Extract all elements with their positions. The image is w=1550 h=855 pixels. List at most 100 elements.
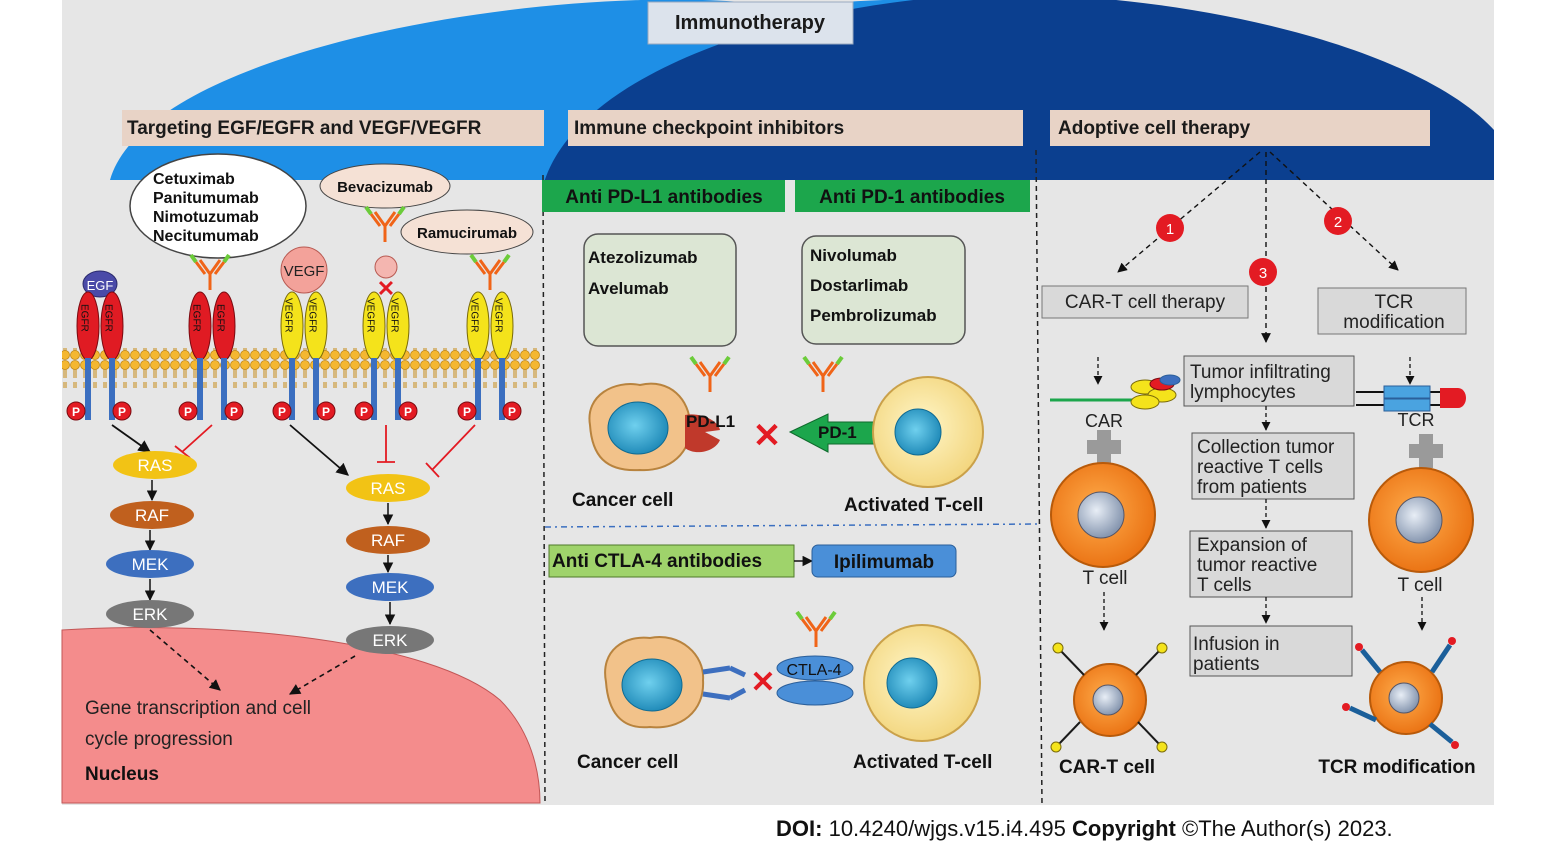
tcr-beta-chain xyxy=(1383,398,1431,412)
anti-pdl1-box xyxy=(542,180,785,212)
phospho-label-7: P xyxy=(360,405,368,419)
vegfr-receptor-1 xyxy=(280,291,328,420)
drug-ramucirumab: Ramucirumab xyxy=(417,225,517,242)
activated-tcell-label-2: Activated T-cell xyxy=(853,752,992,773)
raf-node-1 xyxy=(110,501,194,529)
nucleus-text-2: cycle progression xyxy=(85,729,233,750)
drug-necitumumab: Necitumumab xyxy=(153,228,259,245)
title-box xyxy=(647,1,854,45)
plus-icon-tcr xyxy=(1409,434,1443,468)
phospho-label-2: P xyxy=(118,405,126,419)
collection-label-1: Collection tumor xyxy=(1197,437,1335,458)
erk-node-2 xyxy=(346,626,434,654)
mek-node-1 xyxy=(106,550,194,578)
page-title: Immunotherapy xyxy=(675,12,826,34)
phospho-6 xyxy=(316,401,336,421)
anti-pd1-label: Anti PD-1 antibodies xyxy=(819,187,1005,208)
collection-label-2: reactive T cells xyxy=(1197,457,1323,478)
section-header-adoptive: Adoptive cell therapy xyxy=(1058,118,1251,139)
cancer-cell-1-nucleus xyxy=(607,401,669,455)
mek-node-2 xyxy=(346,573,434,601)
drug-panitumumab: Panitumumab xyxy=(153,190,259,207)
til-box xyxy=(1183,355,1355,407)
vegfr-label-3: VEGFR xyxy=(365,298,376,332)
pdl1-block-mark: ✕ xyxy=(753,417,782,455)
inhibit-vegfr-2 xyxy=(425,424,476,478)
section-header-egfr: Targeting EGF/EGFR and VEGF/VEGFR xyxy=(127,118,482,139)
arrow-vegfr-ras xyxy=(289,424,349,476)
car-t-cell-label: CAR-T cell xyxy=(1059,757,1155,778)
expansion-label-2: tumor reactive xyxy=(1197,555,1317,576)
ras-node-2 xyxy=(346,474,430,502)
section-header-adoptive-box xyxy=(1050,110,1430,146)
tcr-modified-cell-nucleus xyxy=(1388,682,1420,714)
infusion-box xyxy=(1189,625,1353,677)
anti-pdl1-label: Anti PD-L1 antibodies xyxy=(565,187,762,208)
car-construct xyxy=(1130,374,1181,410)
drug-nimotuzumab: Nimotuzumab xyxy=(153,209,259,226)
vegfr-label-6: VEGFR xyxy=(493,298,504,332)
tcr-modification-box xyxy=(1317,287,1467,335)
ras-label-2: RAS xyxy=(371,479,406,498)
vegf-ligand xyxy=(280,246,328,294)
doi-value: 10.4240/wjgs.v15.i4.495 xyxy=(828,816,1066,841)
erk-node-1 xyxy=(106,600,194,628)
doi-label: DOI: xyxy=(776,816,823,841)
til-label-1: Tumor infiltrating xyxy=(1190,362,1331,383)
expansion-box xyxy=(1189,530,1353,598)
car-t-therapy-label: CAR-T cell therapy xyxy=(1065,292,1226,313)
nucleus-shape xyxy=(61,627,541,804)
bevacizumab-oval xyxy=(319,163,451,209)
t-cell-car-nucleus xyxy=(1077,491,1125,539)
phospho-label-4: P xyxy=(230,405,238,419)
til-label-2: lymphocytes xyxy=(1190,382,1296,403)
expansion-label-1: Expansion of xyxy=(1197,535,1308,556)
section-header-checkpoint: Immune checkpoint inhibitors xyxy=(574,118,844,139)
pdl1-drugs-box xyxy=(583,233,737,347)
divider-checkpoint xyxy=(544,523,1041,528)
phospho-label-5: P xyxy=(278,405,286,419)
egf-label: EGF xyxy=(87,278,114,293)
raf-node-2 xyxy=(346,526,430,554)
ctla4-molecule-top xyxy=(776,655,854,681)
pd1-drugs-box xyxy=(801,235,966,345)
ctla4-label: CTLA-4 xyxy=(786,662,841,679)
nucleus-text-1: Gene transcription and cell xyxy=(85,698,311,719)
vegfr-receptor-2 xyxy=(362,291,410,420)
collection-box xyxy=(1191,432,1355,500)
ras-node-1 xyxy=(113,451,197,479)
car-t-receptor-heads xyxy=(1050,642,1168,753)
drug-nivolumab: Nivolumab xyxy=(810,246,897,265)
copyright-label: Copyright xyxy=(1072,816,1176,841)
tcr-modification-result-label: TCR modification xyxy=(1318,757,1475,778)
drug-avelumab: Avelumab xyxy=(588,279,669,298)
egfr-label-3: EGFR xyxy=(191,304,202,332)
infusion-label-2: patients xyxy=(1193,654,1260,675)
arrow-to-car-t xyxy=(1117,151,1261,273)
divider-right xyxy=(1035,149,1043,806)
cell-membrane xyxy=(62,348,540,388)
arrow-erk-nucleus-1 xyxy=(149,629,221,691)
nucleus-label: Nucleus xyxy=(85,764,159,785)
inhibit-egfr xyxy=(174,424,213,459)
car-label: CAR xyxy=(1085,411,1123,431)
tcr-modification-label-1: TCR xyxy=(1374,292,1413,313)
b7-ligand xyxy=(702,665,747,701)
marker-3 xyxy=(1249,258,1277,286)
tcr-variable-region xyxy=(1440,388,1466,408)
cancer-cell-label-2: Cancer cell xyxy=(577,752,678,773)
arrow-egfr-ras xyxy=(111,424,152,453)
vegf-label: VEGF xyxy=(284,263,325,280)
arrow-to-tcr xyxy=(1269,151,1399,271)
block-mark: ✕ xyxy=(377,276,395,301)
mek-label-1: MEK xyxy=(132,555,170,574)
vegfr-label-5: VEGFR xyxy=(469,298,480,332)
raf-label-1: RAF xyxy=(135,506,169,525)
cancer-cell-2-nucleus xyxy=(621,658,683,712)
phospho-8 xyxy=(398,401,418,421)
erk-label-2: ERK xyxy=(373,631,409,650)
anti-pd1-box xyxy=(795,180,1030,212)
phospho-10 xyxy=(502,401,522,421)
drug-bevacizumab: Bevacizumab xyxy=(337,179,433,196)
